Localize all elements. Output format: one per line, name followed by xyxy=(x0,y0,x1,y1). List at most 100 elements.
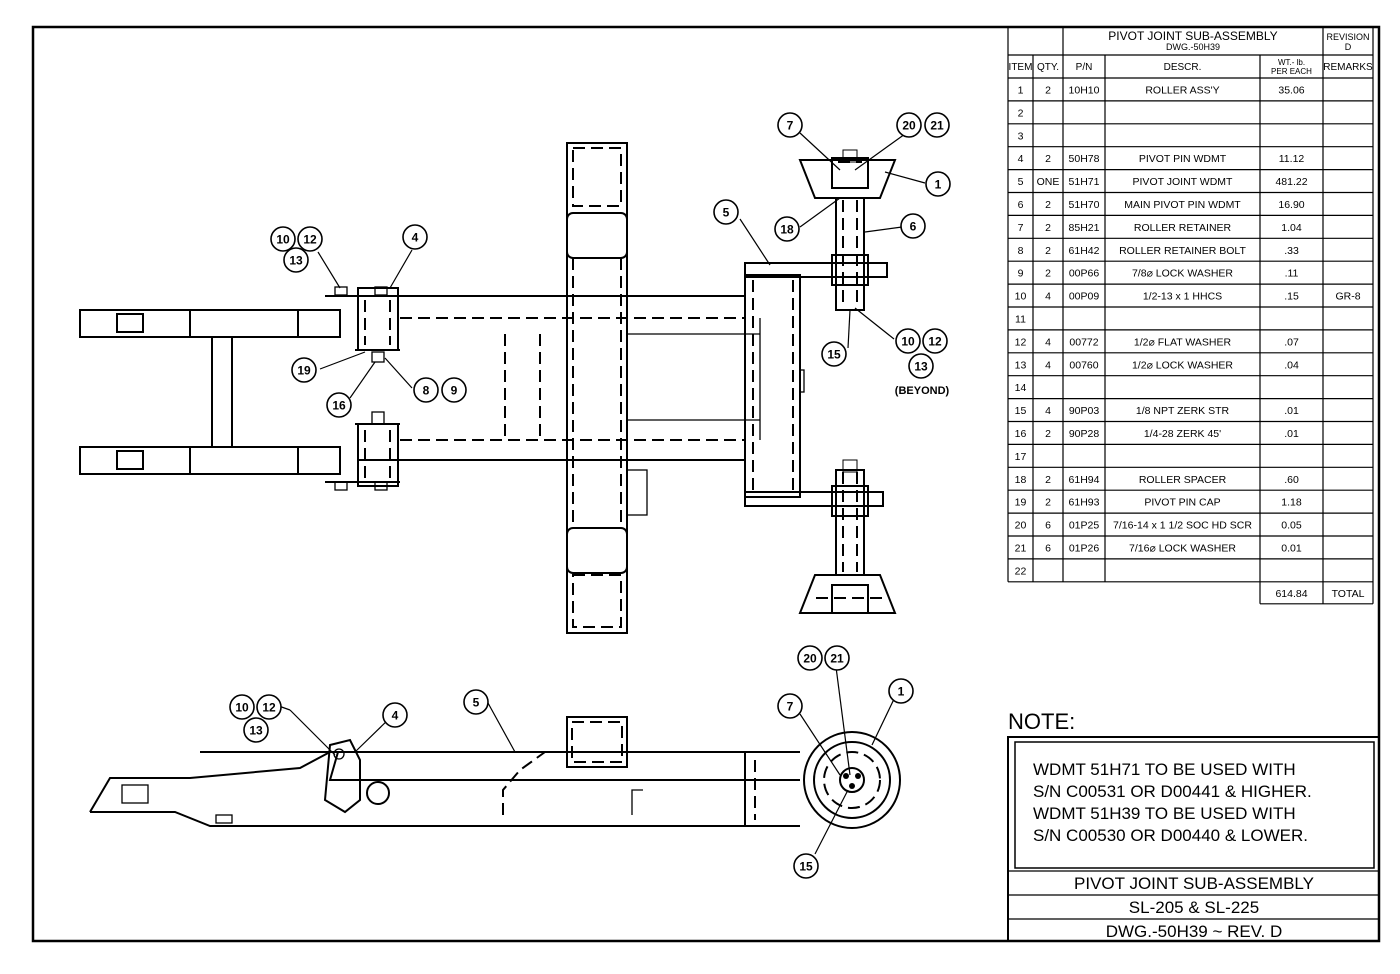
svg-text:21: 21 xyxy=(830,652,844,666)
title-line-2: SL-205 & SL-225 xyxy=(1129,898,1259,917)
bom-cell-pn: 90P28 xyxy=(1069,428,1100,440)
bom-cell-item: 19 xyxy=(1015,497,1027,509)
bom-cell-wt: .07 xyxy=(1284,336,1299,348)
svg-text:12: 12 xyxy=(262,701,276,715)
note-line-2: S/N C00531 OR D00441 & HIGHER. xyxy=(1033,782,1312,801)
bom-cell-item: 4 xyxy=(1018,153,1024,165)
bom-cell-descr: ROLLER SPACER xyxy=(1139,474,1227,486)
bom-cell-qty: 2 xyxy=(1045,245,1051,257)
svg-text:7: 7 xyxy=(787,700,794,714)
balloon-13c: 13 xyxy=(243,717,269,743)
svg-text:13: 13 xyxy=(249,724,263,738)
bom-cell-item: 8 xyxy=(1018,245,1024,257)
bom-cell-pn: 00772 xyxy=(1069,336,1098,348)
bom-cell-qty: 4 xyxy=(1045,336,1051,348)
balloon-12a: 12 xyxy=(297,226,323,252)
balloon-13a: 13 xyxy=(283,247,309,273)
leader-lines xyxy=(261,132,926,855)
balloon-4b: 4 xyxy=(382,702,408,728)
bom-cell-descr: MAIN PIVOT PIN WDMT xyxy=(1124,199,1241,211)
bom-cell-item: 15 xyxy=(1015,405,1027,417)
bom-cell-descr: 1/2⌀ LOCK WASHER xyxy=(1132,359,1233,371)
svg-text:5: 5 xyxy=(473,696,480,710)
note-box-inner xyxy=(1014,741,1375,869)
bom-cell-item: 17 xyxy=(1015,451,1027,463)
revision-value: D xyxy=(1345,42,1352,52)
balloon-10a: 10 xyxy=(270,226,296,252)
svg-text:10: 10 xyxy=(276,233,290,247)
bom-cell-descr: PIVOT PIN CAP xyxy=(1144,497,1220,509)
svg-text:13: 13 xyxy=(914,360,928,374)
bom-cell-qty: 6 xyxy=(1045,542,1051,554)
bom-cell-qty: 2 xyxy=(1045,222,1051,234)
svg-text:5: 5 xyxy=(723,206,730,220)
bom-cell-pn: 01P25 xyxy=(1069,520,1100,532)
svg-text:10: 10 xyxy=(901,335,915,349)
svg-text:8: 8 xyxy=(423,384,430,398)
svg-text:7: 7 xyxy=(787,119,794,133)
balloon-9: 9 xyxy=(441,377,467,403)
bom-cell-item: 20 xyxy=(1015,520,1027,532)
note-line-4: S/N C00530 OR D00440 & LOWER. xyxy=(1033,826,1308,845)
balloon-1b: 1 xyxy=(888,678,914,704)
svg-text:1: 1 xyxy=(935,178,942,192)
title-line-1: PIVOT JOINT SUB-ASSEMBLY xyxy=(1074,874,1314,893)
bom-cell-item: 18 xyxy=(1015,474,1027,486)
balloon-20: 20 xyxy=(896,112,922,138)
sheet-border xyxy=(31,25,1381,943)
bom-cell-pn: 50H78 xyxy=(1069,153,1100,165)
balloon-10c: 10 xyxy=(229,694,255,720)
note-line-1: WDMT 51H71 TO BE USED WITH xyxy=(1033,760,1296,779)
bom-cell-descr: 1/8 NPT ZERK STR xyxy=(1136,405,1230,417)
bom-cell-wt: .01 xyxy=(1284,428,1299,440)
bom-cell-wt: 1.18 xyxy=(1281,497,1302,509)
svg-text:16: 16 xyxy=(332,399,346,413)
bom-total-label: TOTAL xyxy=(1332,588,1365,600)
bom-cell-item: 1 xyxy=(1018,84,1024,96)
header-pn: P/N xyxy=(1076,62,1093,73)
balloon-7b: 7 xyxy=(777,693,803,719)
bom-cell-wt: .01 xyxy=(1284,405,1299,417)
bom-cell-descr: PIVOT PIN WDMT xyxy=(1139,153,1227,165)
balloon-1: 1 xyxy=(925,171,951,197)
balloon-5: 5 xyxy=(713,199,739,225)
balloon-4a: 4 xyxy=(402,224,428,250)
bom-cell-pn: 85H21 xyxy=(1069,222,1100,234)
balloon-18: 18 xyxy=(774,216,800,242)
bom-cell-wt: .15 xyxy=(1284,291,1299,303)
balloon-8: 8 xyxy=(413,377,439,403)
bom-cell-remarks: GR-8 xyxy=(1335,291,1360,303)
bom-cell-wt: 35.06 xyxy=(1278,84,1304,96)
bom-cell-pn: 00P09 xyxy=(1069,291,1100,303)
svg-text:19: 19 xyxy=(297,364,311,378)
bom-cell-descr: 7/16-14 x 1 1/2 SOC HD SCR xyxy=(1113,520,1252,532)
bom-cell-item: 21 xyxy=(1015,542,1027,554)
balloon-7: 7 xyxy=(777,112,803,138)
bom-cell-item: 14 xyxy=(1015,382,1027,394)
bom-cell-descr: 7/8⌀ LOCK WASHER xyxy=(1132,268,1233,280)
bom-cell-pn: 90P03 xyxy=(1069,405,1100,417)
bom-cell-descr: PIVOT JOINT WDMT xyxy=(1133,176,1234,188)
bom-cell-wt: 0.05 xyxy=(1281,520,1302,532)
bom-cell-qty: ONE xyxy=(1037,176,1060,188)
svg-text:12: 12 xyxy=(303,233,317,247)
title-block: PIVOT JOINT SUB-ASSEMBLY SL-205 & SL-225… xyxy=(1008,870,1379,941)
note-line-3: WDMT 51H39 TO BE USED WITH xyxy=(1033,804,1296,823)
balloon-6: 6 xyxy=(900,213,926,239)
beyond-label: (BEYOND) xyxy=(895,385,950,397)
svg-text:21: 21 xyxy=(930,119,944,133)
balloon-12b: 12 xyxy=(922,328,948,354)
bill-of-materials-table: PIVOT JOINT SUB-ASSEMBLYDWG.-50H39REVISI… xyxy=(1007,27,1374,605)
bom-cell-wt: 1.04 xyxy=(1281,222,1302,234)
bom-cell-wt: .33 xyxy=(1284,245,1299,257)
bom-cell-descr: 1/2⌀ FLAT WASHER xyxy=(1134,336,1232,348)
header-remarks: REMARKS xyxy=(1323,62,1373,73)
svg-text:13: 13 xyxy=(289,254,303,268)
bom-cell-item: 22 xyxy=(1015,565,1027,577)
balloon-10b: 10 xyxy=(895,328,921,354)
bom-cell-qty: 2 xyxy=(1045,268,1051,280)
balloon-20b: 20 xyxy=(797,645,823,671)
bom-subtitle: DWG.-50H39 xyxy=(1166,42,1220,52)
bom-cell-item: 11 xyxy=(1015,313,1026,325)
note-section: NOTE: WDMT 51H71 TO BE USED WITH S/N C00… xyxy=(1007,709,1380,942)
